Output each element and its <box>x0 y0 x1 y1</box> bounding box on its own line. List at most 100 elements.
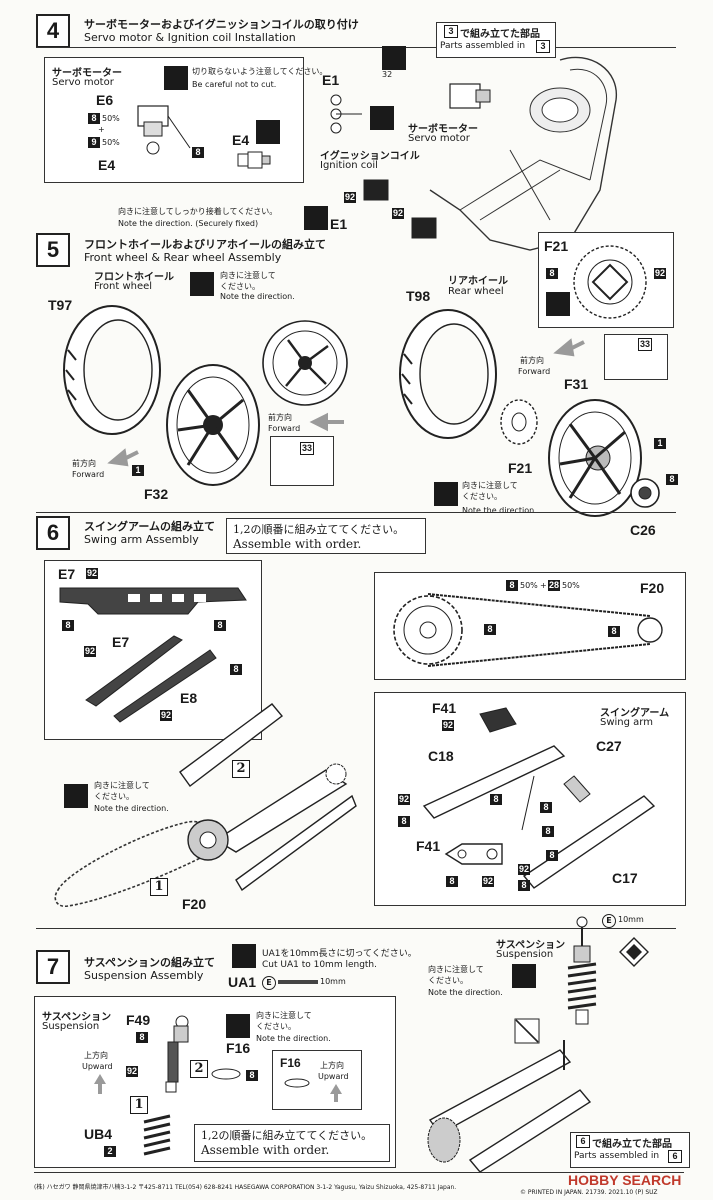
f41-plate-drawing <box>444 843 503 865</box>
num-8: 8 <box>490 794 502 805</box>
part-f16: F16 <box>226 1040 251 1056</box>
part-ub4: UB4 <box>84 1126 113 1142</box>
order-2: 2 <box>232 760 250 778</box>
step-7-number: 7 <box>36 950 70 984</box>
servo2-jp: サーボモーター <box>408 124 478 135</box>
note1-jp: 向きに注意して ください。 <box>220 271 276 291</box>
upward-arrow-icon <box>94 1074 106 1094</box>
part-f21-detail: F21 <box>544 238 569 254</box>
swing-arm-assembly-drawing <box>179 703 357 892</box>
step-6-divider <box>36 512 676 513</box>
assembled-jp: で組み立てた部品 <box>460 29 540 40</box>
note-en: Note the direction. <box>256 1034 331 1043</box>
num-8: 8 <box>666 474 678 485</box>
swing-arm-en: Swing arm <box>600 717 653 728</box>
upward2-jp: 上方向 <box>320 1061 344 1070</box>
shock-absorber-exploded-drawing <box>143 1015 189 1156</box>
num-92: 92 <box>160 710 172 721</box>
order-1: 1 <box>130 1096 148 1114</box>
ratio-plus: + <box>540 581 547 590</box>
note2-en: Note the direction. <box>462 506 537 515</box>
hobby-search-logo: HOBBY SEARCH <box>568 1172 681 1188</box>
part-f41: F41 <box>432 700 457 716</box>
servo-label-jp: サーボモーター <box>52 68 122 79</box>
axle-nut-c26-drawing <box>630 478 660 508</box>
swing-arm-exploded-drawing <box>422 745 656 889</box>
chain-guard-e7-drawing <box>59 587 247 615</box>
num-33: 33 <box>300 442 314 455</box>
note2-jp: 向きに注意して ください。 <box>462 481 518 501</box>
assembled6-en: Parts assembled in <box>574 1151 660 1161</box>
suspension-en: Suspension <box>42 1021 100 1032</box>
forward2-jp: 前方向 <box>72 459 96 468</box>
num-92: 92 <box>654 268 666 279</box>
num-8: 8 <box>540 802 552 813</box>
f41-bracket-drawing <box>479 707 517 733</box>
num-8: 8 <box>506 580 518 591</box>
ua1-length: 10mm <box>320 977 346 986</box>
suspension-jp: サスペンション <box>42 1012 112 1023</box>
servo-motor-drawing <box>137 105 191 155</box>
detail-33b-box <box>604 334 668 380</box>
num-92: 92 <box>482 876 494 887</box>
upward2-arrow-icon <box>330 1084 342 1102</box>
order-jp: 1,2の順番に組み立ててください。 <box>201 1129 373 1142</box>
glue-caution-icon <box>164 66 188 90</box>
length-2: 10mm <box>618 915 644 924</box>
assembled-suffix: 3 <box>536 40 550 53</box>
num-8: 8 <box>546 850 558 861</box>
step-5-title-jp: フロントホイールおよびリアホイールの組み立て <box>84 238 326 251</box>
step-7-title-en: Suspension Assembly <box>84 969 204 982</box>
rear-wheel-rim-drawing <box>548 399 642 517</box>
note2-jp: 向きに注意して ください。 <box>428 965 484 985</box>
num-92: 92 <box>398 794 410 805</box>
step-4-divider <box>36 47 676 48</box>
chain-loop-drawing <box>54 819 229 908</box>
part-f31: F31 <box>564 376 589 392</box>
assembled6-suffix: 6 <box>668 1150 682 1163</box>
e-mark-circle: E <box>262 976 276 990</box>
e-mark: E <box>266 978 272 987</box>
sprocket-f21-drawing <box>500 399 538 445</box>
e-mark-2: E <box>606 916 612 925</box>
part-c18: C18 <box>428 748 454 764</box>
num-8: 8 <box>542 826 554 837</box>
step-5-number: 5 <box>36 233 70 267</box>
num-8: 8 <box>62 620 74 631</box>
front-wheel-jp: フロントホイール <box>94 272 174 283</box>
step-6-title-jp: スイングアームの組み立て <box>84 520 216 533</box>
step-4-number: 4 <box>36 14 70 48</box>
num-1: 1 <box>654 438 666 449</box>
e4-small-part-drawing <box>237 151 271 169</box>
chain-guard-pieces-drawing <box>85 635 217 723</box>
step-6-number: 6 <box>36 516 70 550</box>
assembled6-prefix: 6 <box>576 1135 590 1148</box>
part-e4: E4 <box>98 157 116 173</box>
assemble-order-note: 1,2の順番に組み立ててください。 Assemble with order. <box>226 518 426 554</box>
forward3-jp: 前方向 <box>520 356 544 365</box>
ratio-plus: + <box>98 125 105 134</box>
forward-jp: 前方向 <box>268 413 292 422</box>
part-c26: C26 <box>630 522 656 538</box>
ua1-rod <box>278 980 318 984</box>
glue-icon <box>512 964 536 988</box>
part-f20-lower: F20 <box>182 896 207 912</box>
num-8: 8 <box>136 1032 148 1043</box>
glue-icon <box>64 784 88 808</box>
suspension2-en: Suspension <box>496 949 554 960</box>
swing-arm-detail-panel <box>374 692 686 906</box>
part-e7-lower: E7 <box>112 634 130 650</box>
part-e1-lower: E1 <box>330 216 348 232</box>
part-e8: E8 <box>180 690 198 706</box>
ratio-a: 50% <box>520 581 538 590</box>
num-8: 8 <box>192 147 204 158</box>
forward3-en: Forward <box>518 367 551 376</box>
forward2-arrow-icon <box>107 448 139 467</box>
assembled6-jp: で組み立てた部品 <box>592 1139 672 1150</box>
servo2-en: Servo motor <box>408 133 470 144</box>
shock-absorber-assembled-drawing <box>567 916 597 1025</box>
coil-jp: イグニッションコイル <box>320 151 420 162</box>
num-2: 2 <box>104 1146 116 1157</box>
num-92: 92 <box>126 1066 138 1077</box>
f16-detail-washer-drawing <box>284 1078 310 1088</box>
